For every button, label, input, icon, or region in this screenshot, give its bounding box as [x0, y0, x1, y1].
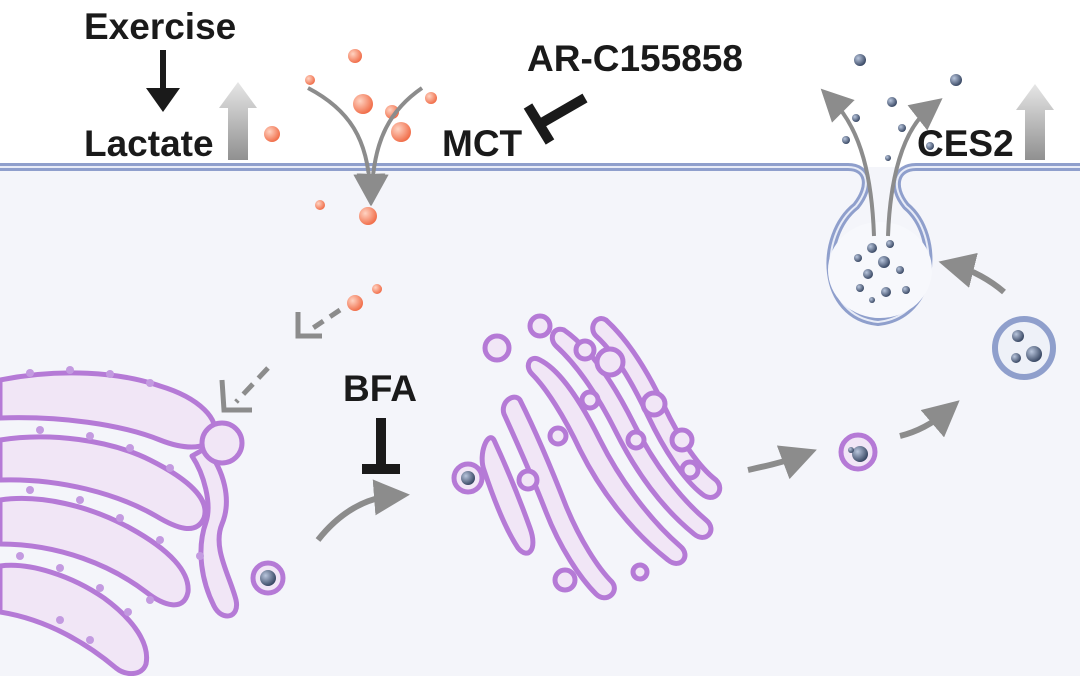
plasma-membrane-inner	[0, 166, 1080, 323]
ces2-increase-arrow	[1016, 84, 1054, 160]
lactate-to-er-arrows	[219, 307, 342, 413]
er-to-golgi-arrow	[315, 479, 410, 542]
label-ces2: CES2	[917, 123, 1014, 164]
mct-inhibition-symbol	[523, 93, 588, 145]
secretory-vesicle-large	[992, 316, 1056, 380]
secretory-vesicle-large-cargo	[1011, 330, 1042, 363]
extracellular-lactate	[264, 49, 437, 142]
endoplasmic-reticulum	[0, 370, 240, 676]
golgi-to-vesicle-arrow	[747, 445, 817, 480]
lactate-uptake-arrows	[307, 86, 424, 206]
er-vesicle-cargo	[260, 570, 276, 586]
label-lactate: Lactate	[84, 123, 214, 164]
exocytic-vesicle-lumen	[828, 222, 932, 318]
released-ces2	[842, 54, 962, 161]
label-mct: MCT	[442, 123, 523, 164]
golgi-vesicles	[482, 313, 701, 593]
lactate-increase-arrow	[219, 82, 257, 160]
vesicle-to-membrane-arrow	[938, 252, 1006, 295]
secretory-vesicle-small-cargo	[852, 446, 868, 462]
pre-golgi-vesicle-cargo	[461, 471, 475, 485]
secretory-vesicle-small-cargo-2	[848, 447, 854, 453]
er-bud	[199, 420, 245, 466]
label-exercise: Exercise	[84, 6, 237, 47]
exocytic-cargo	[854, 240, 910, 303]
exercise-arrow	[146, 50, 180, 112]
ces2-release-arrows	[820, 88, 943, 237]
vesicle-maturation-arrow	[899, 400, 960, 439]
intracellular-lactate	[315, 200, 382, 311]
label-bfa: BFA	[343, 368, 417, 409]
label-ar-c155858: AR-C155858	[527, 38, 743, 79]
bfa-inhibition-symbol	[362, 418, 400, 474]
ribosomes	[16, 366, 204, 644]
